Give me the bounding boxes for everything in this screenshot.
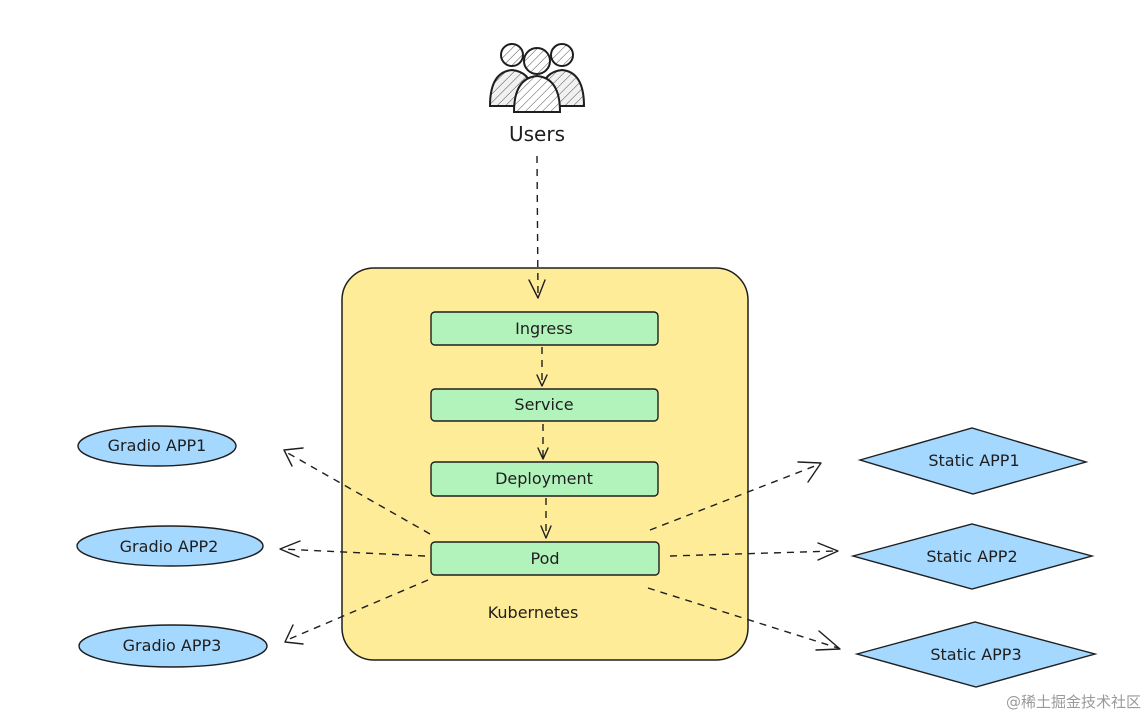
watermark-text: @稀土掘金技术社区 <box>1005 693 1141 711</box>
gradio-app2-label: Gradio APP2 <box>120 537 219 556</box>
service-box[interactable]: Service <box>430 388 659 422</box>
gradio-app1-label: Gradio APP1 <box>108 436 207 455</box>
edge-pod-to-static-app2 <box>669 542 839 561</box>
gradio-app3-node[interactable]: Gradio APP3 <box>78 624 268 668</box>
users-label: Users <box>509 122 565 146</box>
pod-label: Pod <box>530 549 559 568</box>
static-app1-label: Static APP1 <box>928 451 1019 470</box>
edge-pod-to-gradio-app1 <box>283 447 431 535</box>
static-app2-node[interactable]: Static APP2 <box>850 523 1095 590</box>
service-label: Service <box>514 395 573 414</box>
gradio-app1-node[interactable]: Gradio APP1 <box>77 425 237 467</box>
ingress-box[interactable]: Ingress <box>430 311 659 346</box>
pod-box[interactable]: Pod <box>430 541 660 576</box>
edge-pod-to-static-app3 <box>647 587 841 651</box>
edge-pod-to-gradio-app2 <box>279 540 426 558</box>
edge-service-to-deployment <box>537 424 549 460</box>
kubernetes-label: Kubernetes <box>488 603 579 622</box>
deployment-label: Deployment <box>495 469 593 488</box>
users-icon <box>488 43 586 113</box>
deployment-box[interactable]: Deployment <box>430 461 659 497</box>
static-app3-label: Static APP3 <box>930 645 1021 664</box>
edge-ingress-to-service <box>536 347 548 387</box>
edge-deployment-to-pod <box>540 498 552 539</box>
static-app1-node[interactable]: Static APP1 <box>857 427 1089 495</box>
ingress-label: Ingress <box>515 319 573 338</box>
gradio-app3-label: Gradio APP3 <box>123 636 222 655</box>
static-app2-label: Static APP2 <box>926 547 1017 566</box>
edge-users-to-ingress <box>528 155 546 299</box>
static-app3-node[interactable]: Static APP3 <box>854 621 1098 688</box>
gradio-app2-node[interactable]: Gradio APP2 <box>76 525 264 567</box>
edge-pod-to-gradio-app3 <box>284 579 429 645</box>
edge-pod-to-static-app1 <box>649 461 822 531</box>
